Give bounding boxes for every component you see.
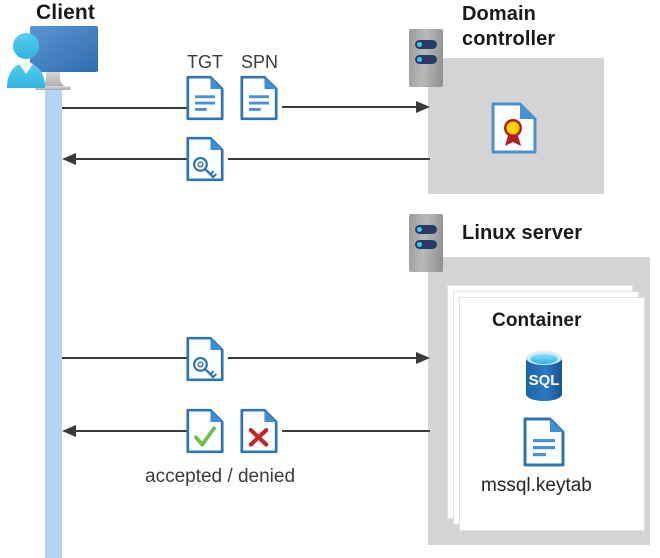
rack-led-2 bbox=[417, 57, 422, 62]
tgt-label: TGT bbox=[187, 52, 223, 72]
keytab-filename-label: mssql.keytab bbox=[481, 475, 592, 496]
rack-led-bar-2 bbox=[415, 240, 437, 249]
page-title-domain-controller: Domain controller bbox=[462, 2, 622, 52]
flow-3-arrow-right bbox=[228, 347, 430, 369]
rack-led-bar-1 bbox=[415, 225, 437, 234]
key-document-icon-ticket-bottom bbox=[186, 336, 224, 382]
client-workstation-user-icon bbox=[4, 24, 104, 96]
client-lifeline bbox=[45, 88, 62, 558]
flow-2-line-right bbox=[228, 158, 430, 160]
rack-led-bar-1 bbox=[415, 40, 437, 49]
sql-database-icon: SQL bbox=[521, 349, 567, 408]
flow-2-arrow-left bbox=[62, 148, 190, 170]
rack-led-bar-2 bbox=[415, 55, 437, 64]
server-rack-icon-linux-server bbox=[409, 214, 443, 272]
page-title-linux-server: Linux server bbox=[462, 222, 583, 244]
certificate-document-icon bbox=[491, 102, 537, 154]
text-document-icon-spn bbox=[240, 75, 278, 121]
server-rack-icon-domain-controller bbox=[409, 29, 443, 87]
domain-controller-title-line2: controller bbox=[462, 28, 556, 50]
container-title: Container bbox=[492, 310, 582, 331]
flow-3-line-left bbox=[62, 357, 190, 359]
flow-4-line-right bbox=[282, 430, 430, 432]
rack-led-1 bbox=[417, 42, 422, 47]
cross-document-icon-denied bbox=[240, 408, 278, 454]
text-document-icon-keytab bbox=[523, 417, 565, 467]
flow-4-arrow-left bbox=[62, 420, 190, 442]
spn-label: SPN bbox=[241, 52, 279, 72]
key-document-icon-ticket-top bbox=[186, 136, 224, 182]
rack-led-2 bbox=[417, 242, 422, 247]
text-document-icon-tgt bbox=[186, 75, 224, 121]
container-card-front bbox=[459, 297, 645, 531]
domain-controller-title-line1: Domain bbox=[462, 3, 536, 25]
page-title-client: Client bbox=[36, 1, 95, 24]
accepted-denied-label: accepted / denied bbox=[145, 466, 296, 487]
check-document-icon-accepted bbox=[186, 408, 224, 454]
flow-1-arrow-right bbox=[282, 96, 430, 118]
rack-led-1 bbox=[417, 227, 422, 232]
svg-text:SQL: SQL bbox=[529, 372, 560, 389]
flow-1-line-left bbox=[62, 107, 190, 109]
